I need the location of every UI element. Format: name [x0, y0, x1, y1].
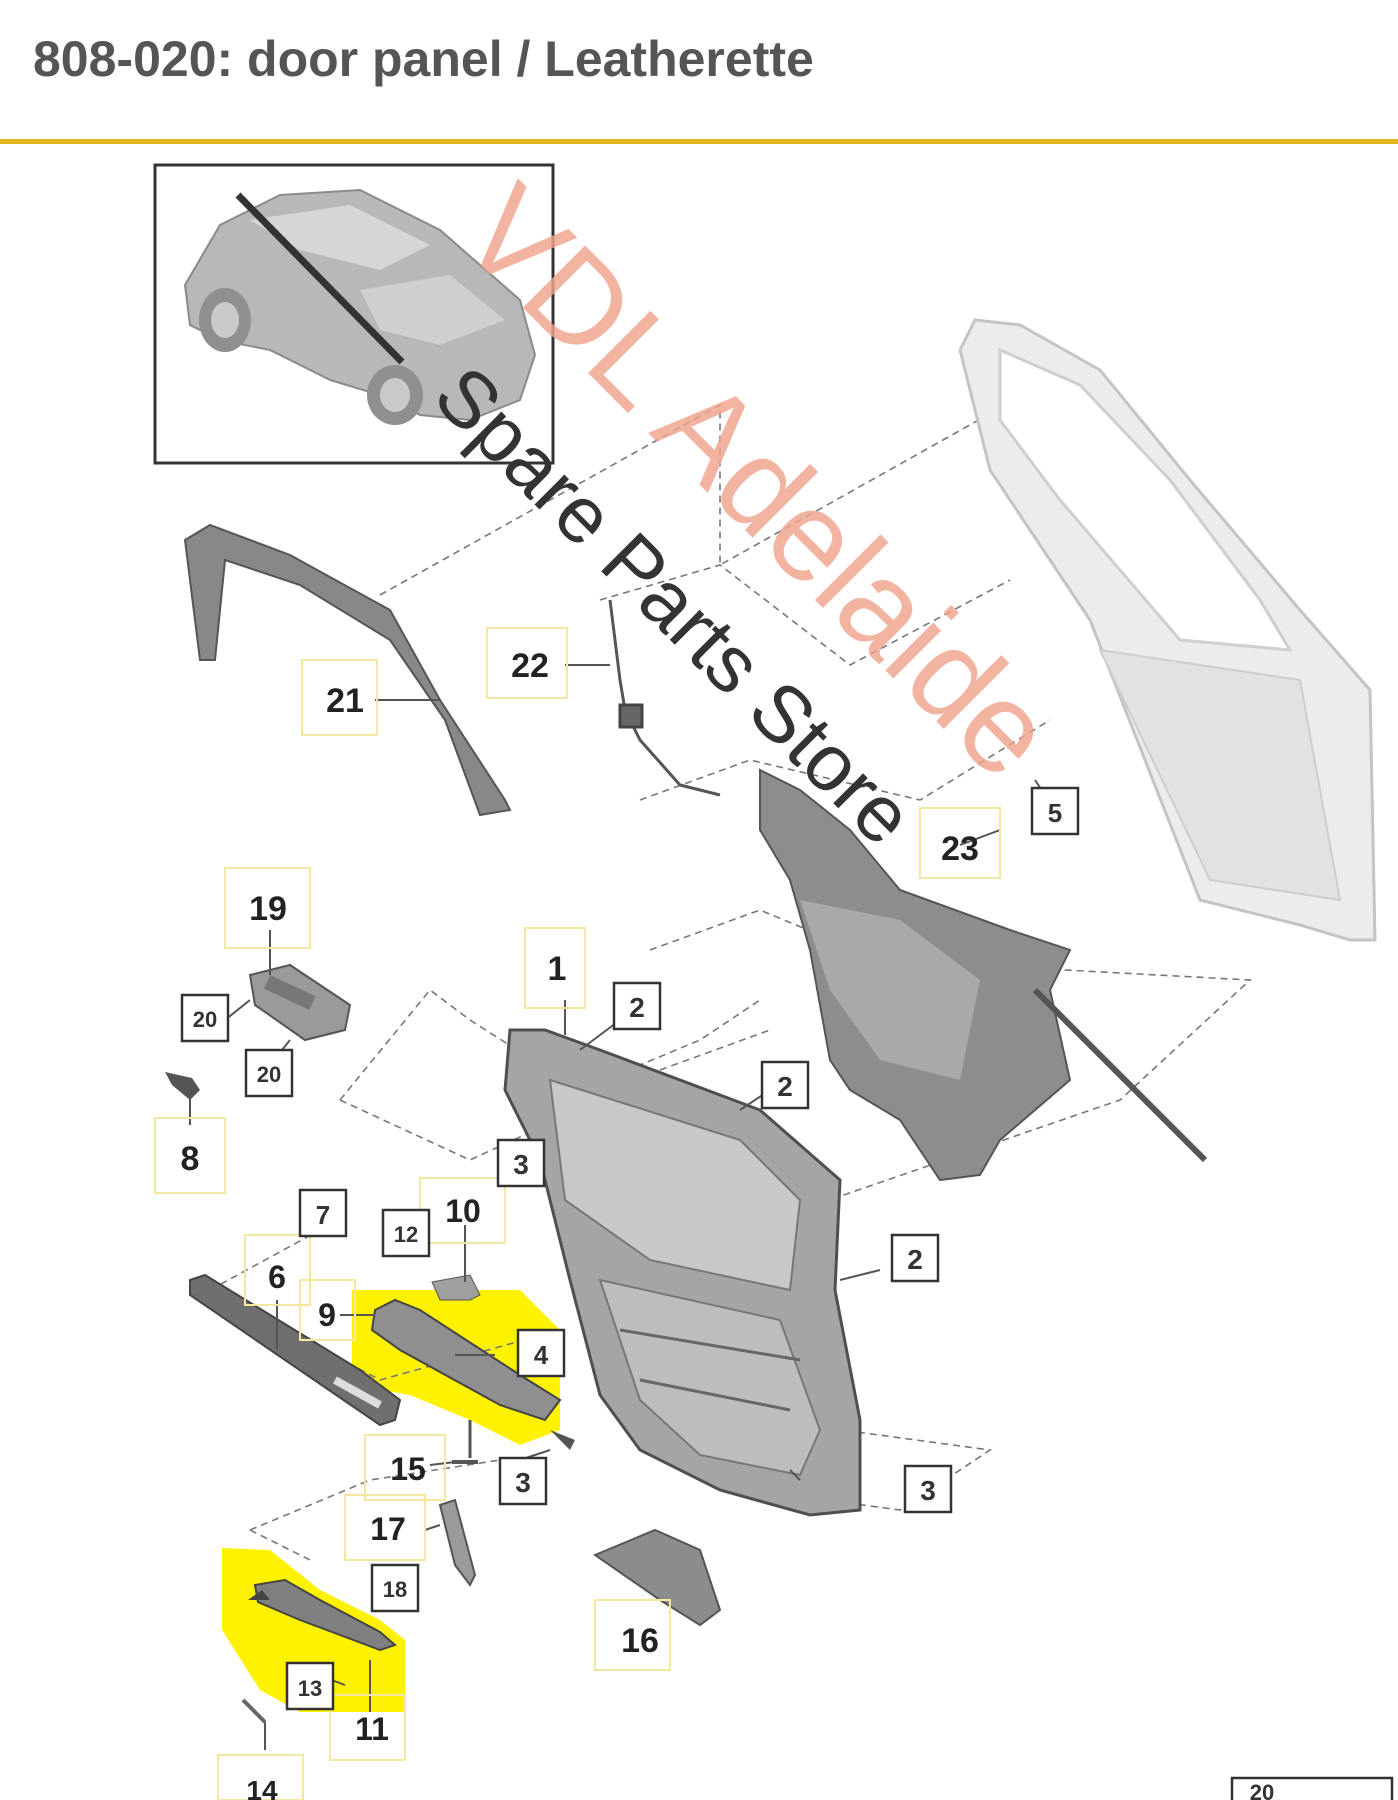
part-6-trim-strip [189, 1273, 402, 1427]
callout-10: 10 [445, 1193, 481, 1229]
callout-3-a: 3 [513, 1149, 529, 1180]
part-15-screw [452, 1420, 478, 1464]
callout-3-b: 3 [515, 1467, 531, 1498]
callout-3-c: 3 [920, 1475, 936, 1506]
callout-20-c: 20 [1250, 1780, 1274, 1800]
callout-9: 9 [318, 1297, 336, 1333]
callout-17: 17 [370, 1511, 406, 1547]
door-shell [958, 318, 1377, 942]
part-8-clip [165, 1072, 200, 1100]
callout-20-a: 20 [193, 1007, 217, 1032]
callout-2-c: 2 [907, 1244, 923, 1275]
callout-16: 16 [621, 1622, 659, 1660]
title-divider [0, 139, 1398, 144]
callout-18: 18 [383, 1577, 407, 1602]
callout-23: 23 [941, 830, 979, 868]
callout-2-a: 2 [629, 992, 645, 1023]
part-9-armrest [370, 1298, 575, 1450]
part-21-window-trim [183, 523, 512, 817]
callout-22: 22 [511, 647, 549, 685]
callout-14: 14 [246, 1775, 278, 1800]
page-title: 808-020: door panel / Leatherette [33, 31, 814, 87]
callout-12: 12 [394, 1222, 418, 1247]
callout-21: 21 [326, 682, 364, 720]
part-19-switch-housing [248, 963, 352, 1042]
callout-5: 5 [1048, 798, 1062, 828]
part-23-insulation [759, 768, 1072, 1182]
callout-20-b: 20 [257, 1062, 281, 1087]
callout-13: 13 [298, 1676, 322, 1701]
part-22-cable [608, 599, 721, 797]
callout-4: 4 [534, 1340, 549, 1370]
callout-7: 7 [316, 1200, 330, 1230]
callout-6: 6 [268, 1259, 286, 1295]
part-1-door-trim-panel [503, 1028, 862, 1517]
callout-8: 8 [181, 1140, 200, 1178]
vehicle-inset-image [153, 163, 555, 465]
part-14-clip [241, 1698, 267, 1724]
part-10-handle-cover [431, 1274, 481, 1301]
callout-19: 19 [249, 890, 287, 928]
watermark-underline-stroke [1032, 987, 1208, 1163]
callout-1: 1 [548, 950, 567, 988]
callout-2-b: 2 [777, 1071, 793, 1102]
part-16-speaker-cover [592, 1528, 722, 1627]
callout-11: 11 [355, 1711, 389, 1747]
callout-15: 15 [390, 1451, 426, 1487]
part-11-pull-handle [248, 1578, 397, 1652]
boxed-callouts [180, 786, 1394, 1800]
part-17-trim-piece [438, 1498, 477, 1587]
